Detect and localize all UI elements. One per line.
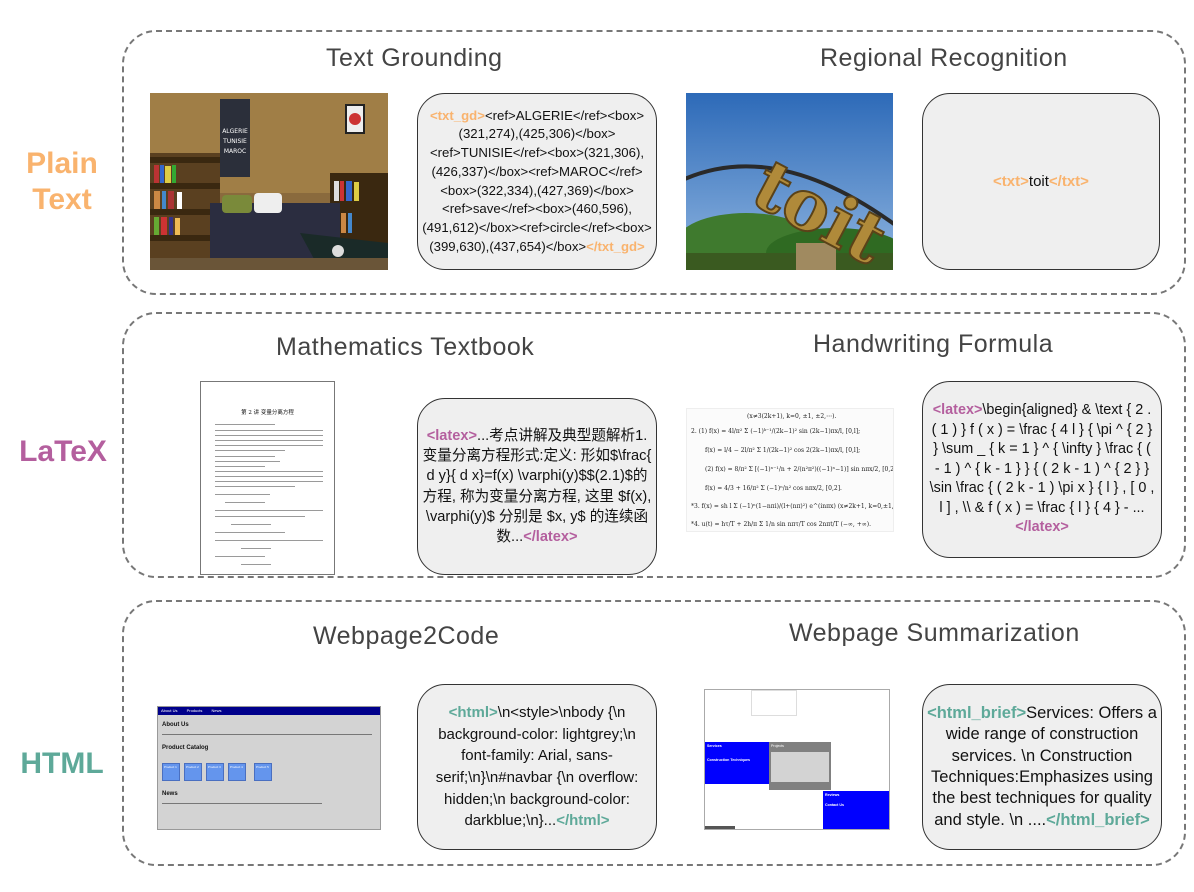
mock-product-card: Product 1 — [162, 763, 180, 781]
mock-product-card: Product 4 — [228, 763, 246, 781]
toit-sign-photo: toit — [686, 93, 893, 270]
svg-text:(x≠3(2k+1), k=0, ±1, ±2,⋯).: (x≠3(2k+1), k=0, ±1, ±2,⋯). — [747, 413, 836, 420]
svg-text:f(x) = l/4 − 2l/π² Σ 1/(2k−1: f(x) = l/4 − 2l/π² Σ 1/(2k−1)² cos 2(2k−… — [705, 447, 860, 454]
row-label-html: HTML — [20, 747, 104, 780]
mock-product-label: Product 4 — [230, 765, 243, 769]
mock-nav-about: About Us — [161, 708, 178, 713]
bedroom-photo: ALGERIE TUNISIE MAROC — [150, 93, 388, 270]
tag-close: </latex> — [1015, 519, 1069, 536]
tag-open: <latex> — [932, 401, 983, 418]
mock-product-card: Product 3 — [206, 763, 224, 781]
poster-text-tunisie: TUNISIE — [222, 138, 247, 145]
tag-close: </txt> — [1048, 172, 1089, 190]
section-title-webpage-summarization: Webpage Summarization — [789, 619, 1080, 647]
mock-news-heading: News — [162, 791, 178, 797]
mock-nav-products: Products — [186, 708, 203, 713]
tag-open: <txt_gd> — [429, 107, 485, 123]
row-label-latex: LaTeX — [19, 435, 107, 468]
mock-about-heading: About Us — [162, 722, 189, 728]
formula-output-bubble: <latex>\begin{aligned} & \text { 2 . ( 1… — [922, 381, 1162, 558]
mock-product-card: Product 2 — [184, 763, 202, 781]
textbook-output-bubble: <latex>...考点讲解及典型题解析1. 变量分离方程形式:定义: 形如$\… — [417, 398, 657, 575]
tag-open: <latex> — [426, 428, 478, 445]
webpage-summarization-screenshot: Services Construction Techniques Project… — [704, 689, 890, 830]
svg-text:*4. u(t) = hτ/T + 2h/π Σ 1/n: *4. u(t) = hτ/T + 2h/π Σ 1/n sin nπτ/T c… — [691, 521, 871, 528]
textbook-heading: 第 2 讲 变量分离方程 — [241, 410, 294, 416]
row-frame-html — [122, 600, 1186, 866]
svg-text:(2) f(x) = 8/π² Σ [(−1)ⁿ⁻¹/n: (2) f(x) = 8/π² Σ [(−1)ⁿ⁻¹/n + 2/(n²π²)(… — [705, 466, 894, 473]
mock-product-label: Product 3 — [208, 765, 221, 769]
mock-product-label: Product 2 — [186, 765, 199, 769]
mock-services-block: Services Construction Techniques — [705, 742, 769, 784]
summary-text: Services: Offers a wide range of constru… — [931, 703, 1157, 829]
mock-projects-block: Projects — [769, 742, 831, 790]
mock-reviews-block: Reviews Contact Us — [823, 791, 889, 829]
mock-services-title: Services — [707, 744, 722, 748]
webpage-screenshot: About Us Products News About Us Product … — [157, 706, 381, 830]
recognition-text: toit — [1028, 172, 1049, 190]
tag-close: </txt_gd> — [586, 238, 645, 254]
mock-reviews-title: Reviews — [825, 793, 840, 797]
section-title-mathematics-textbook: Mathematics Textbook — [276, 333, 535, 361]
mock-navbar: About Us Products News — [158, 707, 380, 715]
svg-text:2. (1) f(x) = 4l/π² Σ (−1)ᵏ⁻: 2. (1) f(x) = 4l/π² Σ (−1)ᵏ⁻¹/(2k−1)² si… — [691, 428, 860, 435]
mock-contact-title: Contact Us — [825, 803, 844, 807]
tag-open: <html_brief> — [927, 703, 1027, 722]
poster-text-maroc: MAROC — [224, 148, 246, 155]
tag-close: </latex> — [523, 528, 578, 545]
tag-close: </html_brief> — [1046, 810, 1150, 829]
row-label-plain-text: Plain Text — [12, 146, 112, 218]
svg-text:*3. f(x) = sh l Σ (−1)ⁿ(1−nπ: *3. f(x) = sh l Σ (−1)ⁿ(1−nπi)/(l+(nπ)²)… — [691, 503, 894, 510]
section-title-webpage2code: Webpage2Code — [313, 622, 500, 650]
grounding-output-bubble: <txt_gd><ref>ALGERIE</ref><box>(321,274)… — [417, 93, 657, 270]
mock-product-card: Product 5 — [254, 763, 272, 781]
mock-nav-news: News — [211, 708, 222, 713]
poster-text-algerie: ALGERIE — [222, 128, 248, 135]
row-frame-plain-text — [122, 30, 1186, 295]
tag-close: </html> — [556, 812, 610, 830]
row-frame-latex — [122, 312, 1186, 578]
tag-open: <txt> — [993, 172, 1029, 190]
textbook-page-image: 第 2 讲 变量分离方程 — [200, 381, 335, 575]
mock-techniques-title: Construction Techniques — [707, 758, 751, 762]
svg-text:f(x) = 4/3 + 16/π² Σ (−1)ⁿ/n: f(x) = 4/3 + 16/π² Σ (−1)ⁿ/n² cos nπx/2,… — [705, 485, 842, 492]
row-label-line-2: Text — [32, 183, 92, 216]
textbook-latex-text: ...考点讲解及典型题解析1. 变量分离方程形式:定义: 形如$\frac{ d… — [422, 428, 652, 545]
grounding-text: <ref>ALGERIE</ref><box>(321,274),(425,30… — [422, 107, 652, 254]
formula-latex-text: \begin{aligned} & \text { 2 . ( 1 ) } f … — [929, 401, 1155, 516]
summary-output-bubble: <html_brief>Services: Offers a wide rang… — [922, 684, 1162, 850]
mock-catalog-heading: Product Catalog — [162, 745, 209, 751]
mock-product-grid: Product 1 Product 2 Product 3 Product 4 … — [162, 763, 362, 781]
handwriting-formula-image: (x≠3(2k+1), k=0, ±1, ±2,⋯). 2. (1) f(x) … — [686, 408, 894, 532]
section-title-text-grounding: Text Grounding — [326, 44, 503, 72]
row-label-line-1: Plain — [26, 147, 98, 180]
tag-open: <html> — [448, 704, 498, 722]
code-output-bubble: <html>\n<style>\nbody {\n background-col… — [417, 684, 657, 850]
code-text: \n<style>\nbody {\n background-color: li… — [435, 704, 639, 830]
mock-projects-title: Projects — [771, 744, 784, 748]
recognition-output-bubble: <txt>toit</txt> — [922, 93, 1160, 270]
section-title-handwriting-formula: Handwriting Formula — [813, 330, 1054, 358]
section-title-regional-recognition: Regional Recognition — [820, 44, 1068, 72]
mock-product-label: Product 5 — [256, 765, 269, 769]
mock-product-label: Product 1 — [164, 765, 177, 769]
